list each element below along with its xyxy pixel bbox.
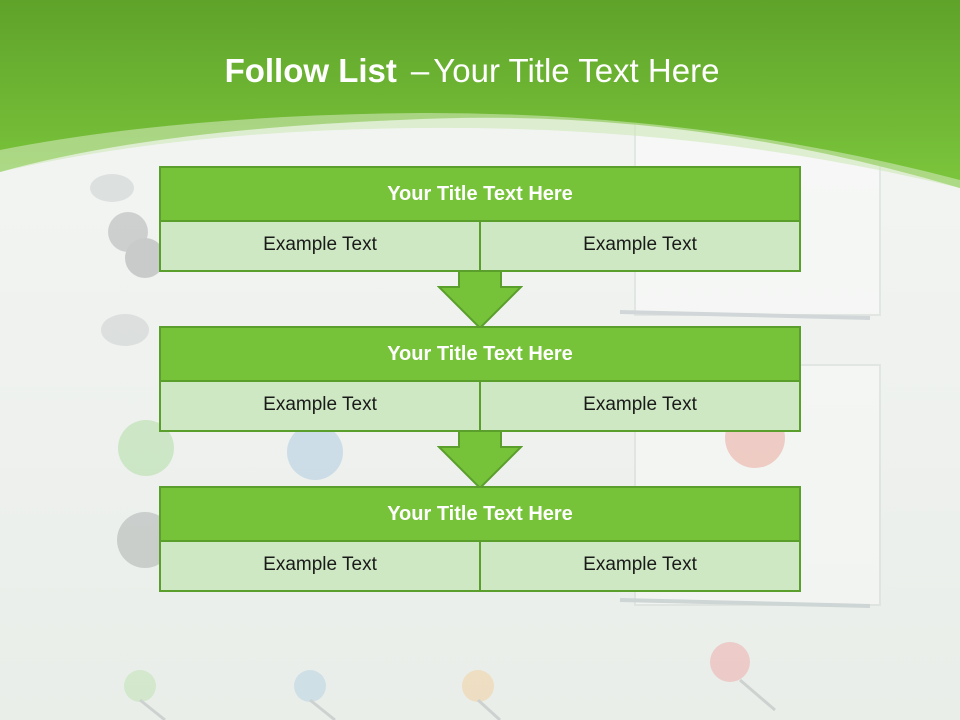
step-title: Your Title Text Here <box>159 326 801 382</box>
header-band <box>0 0 960 188</box>
step-cell-right: Example Text <box>479 382 799 430</box>
step-cell-left: Example Text <box>161 222 479 270</box>
step-title: Your Title Text Here <box>159 486 801 542</box>
step-title: Your Title Text Here <box>159 166 801 222</box>
step-cell-right: Example Text <box>479 542 799 590</box>
header-band-highlight <box>0 112 960 188</box>
slide-title: Follow List–Your Title Text Here <box>0 52 944 90</box>
title-bold: Follow List <box>224 52 397 89</box>
step-cell-left: Example Text <box>161 382 479 430</box>
down-arrow-icon <box>437 270 523 330</box>
title-dash: – <box>410 52 430 89</box>
step-block-3: Your Title Text Here Example Text Exampl… <box>159 486 801 592</box>
step-block-1: Your Title Text Here Example Text Exampl… <box>159 166 801 272</box>
step-row: Example Text Example Text <box>159 382 801 432</box>
step-row: Example Text Example Text <box>159 542 801 592</box>
step-cell-left: Example Text <box>161 542 479 590</box>
title-rest: Your Title Text Here <box>433 52 720 89</box>
down-arrow-icon <box>437 430 523 490</box>
step-block-2: Your Title Text Here Example Text Exampl… <box>159 326 801 432</box>
step-cell-right: Example Text <box>479 222 799 270</box>
step-row: Example Text Example Text <box>159 222 801 272</box>
